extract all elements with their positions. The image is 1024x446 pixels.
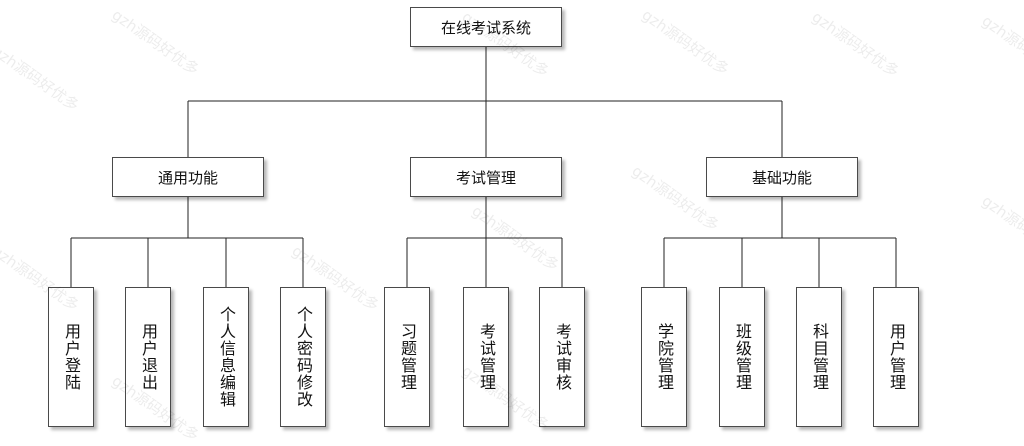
root-node: 在线考试系统 <box>410 7 562 47</box>
leaf-node-0-1-label: 用户退出 <box>139 323 158 391</box>
leaf-node-1-2-label: 考试审核 <box>553 323 572 391</box>
leaf-node-1-1-label: 考试管理 <box>477 323 496 391</box>
leaf-node-2-1: 班级管理 <box>719 287 765 427</box>
leaf-node-0-0-label: 用户登陆 <box>62 323 81 391</box>
module-node-2: 基础功能 <box>706 157 858 197</box>
leaf-node-0-3: 个人密码修改 <box>280 287 326 427</box>
leaf-node-0-2-label: 个人信息编辑 <box>217 306 236 408</box>
leaf-node-0-2: 个人信息编辑 <box>203 287 249 427</box>
leaf-node-1-1: 考试管理 <box>463 287 509 427</box>
leaf-node-0-3-label: 个人密码修改 <box>294 306 313 408</box>
leaf-node-1-0-label: 习题管理 <box>398 323 417 391</box>
module-node-1: 考试管理 <box>410 157 562 197</box>
leaf-node-2-0: 学院管理 <box>641 287 687 427</box>
leaf-node-2-0-label: 学院管理 <box>655 323 674 391</box>
leaf-node-0-0: 用户登陆 <box>48 287 94 427</box>
leaf-node-0-1: 用户退出 <box>125 287 171 427</box>
root-node-label: 在线考试系统 <box>440 18 531 37</box>
leaf-node-1-2: 考试审核 <box>539 287 585 427</box>
module-node-2-label: 基础功能 <box>751 168 812 187</box>
module-node-0-label: 通用功能 <box>157 168 218 187</box>
leaf-node-1-0: 习题管理 <box>384 287 430 427</box>
leaf-node-2-2: 科目管理 <box>796 287 842 427</box>
leaf-node-2-2-label: 科目管理 <box>810 323 829 391</box>
leaf-node-2-3-label: 用户管理 <box>887 323 906 391</box>
leaf-node-2-1-label: 班级管理 <box>733 323 752 391</box>
module-node-1-label: 考试管理 <box>455 168 516 187</box>
module-node-0: 通用功能 <box>112 157 264 197</box>
leaf-node-2-3: 用户管理 <box>873 287 919 427</box>
